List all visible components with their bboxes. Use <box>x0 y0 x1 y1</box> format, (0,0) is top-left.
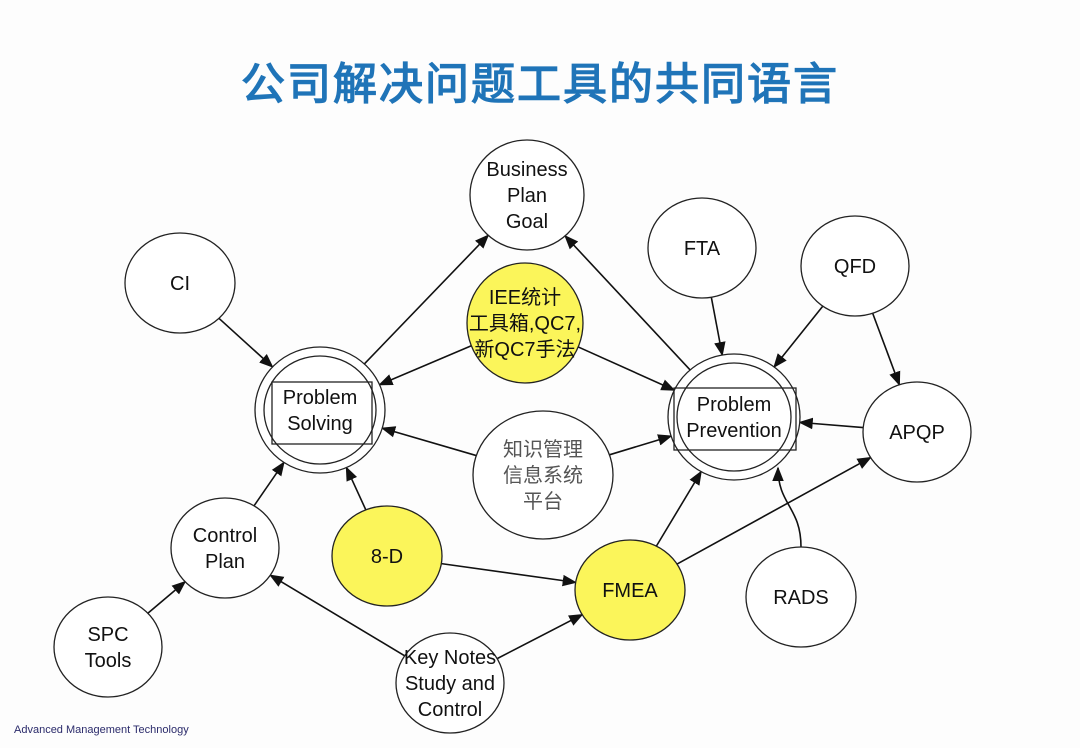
node-fmea-label-line: FMEA <box>602 580 658 602</box>
node-rads: RADS <box>745 546 857 648</box>
node-fta-circle <box>647 197 757 299</box>
node-problem-solving-inner-circle <box>263 355 377 465</box>
node-fta-label-line: FTA <box>684 238 721 260</box>
arrow-qfd-to-problem-prevention <box>773 305 824 369</box>
node-apqp: APQP <box>862 381 972 483</box>
node-fmea: FMEA <box>574 539 686 641</box>
arrow-8d-to-problem-solving <box>345 466 367 511</box>
arrow-iee-to-problem-prevention <box>577 346 676 391</box>
arrow-ci-to-problem-solving <box>218 317 274 368</box>
node-spc-tools: SPC Tools <box>53 596 163 698</box>
node-problem-prevention-label-line: Prevention <box>686 420 782 442</box>
arrow-8d-to-fmea <box>441 562 578 587</box>
node-key-notes-label-line: Key Notes <box>404 647 496 669</box>
node-qfd: QFD <box>800 215 910 317</box>
node-ci: CI <box>124 232 236 334</box>
node-iee-label-line: 工具箱,QC7, <box>469 312 581 335</box>
arrow-fmea-to-apqp <box>676 456 872 565</box>
arrow-qfd-to-apqp <box>871 312 901 387</box>
node-km-platform-circle <box>472 410 614 540</box>
node-problem-solving-box <box>271 381 373 445</box>
node-problem-solving-circle <box>254 346 386 474</box>
node-km-platform-label-line: 平台 <box>523 490 563 513</box>
node-problem-solving-label-line: Problem <box>283 387 357 409</box>
node-km-platform-label-line: 知识管理 <box>503 438 583 461</box>
node-8d: 8-D <box>331 505 443 607</box>
node-problem-prevention-inner-circle <box>676 362 792 472</box>
node-iee-label-line: 新QC7手法 <box>474 338 575 361</box>
arrow-iee-to-problem-solving <box>378 345 472 386</box>
arrow-km-platform-to-problem-solving <box>380 426 477 457</box>
node-8d-circle <box>331 505 443 607</box>
arrow-problem-solving-to-business-plan-goal <box>363 234 490 365</box>
arrow-km-platform-to-problem-prevention <box>609 434 673 456</box>
arrow-fmea-to-problem-prevention <box>655 470 702 547</box>
node-problem-prevention-box <box>673 387 797 451</box>
node-iee-label-line: IEE统计 <box>489 286 561 309</box>
node-8d-label-line: 8-D <box>371 546 403 568</box>
node-business-plan-goal-label-line: Business <box>486 159 567 181</box>
node-problem-solving-label-line: Solving <box>287 413 353 435</box>
node-control-plan-label-line: Control <box>193 525 257 547</box>
arrow-key-notes-to-control-plan <box>269 574 406 657</box>
footer-text: Advanced Management Technology <box>14 724 189 736</box>
node-ci-circle <box>124 232 236 334</box>
node-business-plan-goal-circle <box>469 139 585 251</box>
node-spc-tools-label-line: Tools <box>85 650 132 672</box>
node-business-plan-goal-label-line: Goal <box>506 211 548 233</box>
node-apqp-label-line: APQP <box>889 422 945 444</box>
node-apqp-circle <box>862 381 972 483</box>
node-iee-circle <box>466 262 584 384</box>
node-rads-label-line: RADS <box>773 587 829 609</box>
arrow-control-plan-to-problem-solving <box>253 461 285 507</box>
node-qfd-circle <box>800 215 910 317</box>
node-fmea-circle <box>574 539 686 641</box>
node-spc-tools-label-line: SPC <box>87 624 128 646</box>
node-qfd-label-line: QFD <box>834 256 876 278</box>
arrow-key-notes-to-fmea <box>496 613 584 660</box>
node-control-plan-circle <box>170 497 280 599</box>
node-key-notes-circle <box>395 632 505 734</box>
node-rads-circle <box>745 546 857 648</box>
node-fta: FTA <box>647 197 757 299</box>
arrow-problem-prevention-to-business-plan-goal <box>564 234 691 371</box>
arrow-spc-tools-to-control-plan <box>147 580 187 614</box>
node-problem-prevention-circle <box>667 353 801 481</box>
node-spc-tools-circle <box>53 596 163 698</box>
arrow-fta-to-problem-prevention <box>710 297 726 357</box>
node-km-platform-label-line: 信息系统 <box>503 464 583 487</box>
slide-title: 公司解决问题工具的共同语言 <box>241 59 839 110</box>
node-ci-label-line: CI <box>170 273 190 295</box>
arrow-apqp-to-problem-prevention <box>798 417 864 430</box>
node-business-plan-goal-label-line: Plan <box>507 185 547 207</box>
node-control-plan-label-line: Plan <box>205 551 245 573</box>
node-problem-prevention-label-line: Problem <box>697 394 771 416</box>
node-key-notes-label-line: Study and <box>405 673 495 695</box>
arrow-rads-to-problem-prevention <box>772 466 802 548</box>
node-key-notes-label-line: Control <box>418 699 482 721</box>
